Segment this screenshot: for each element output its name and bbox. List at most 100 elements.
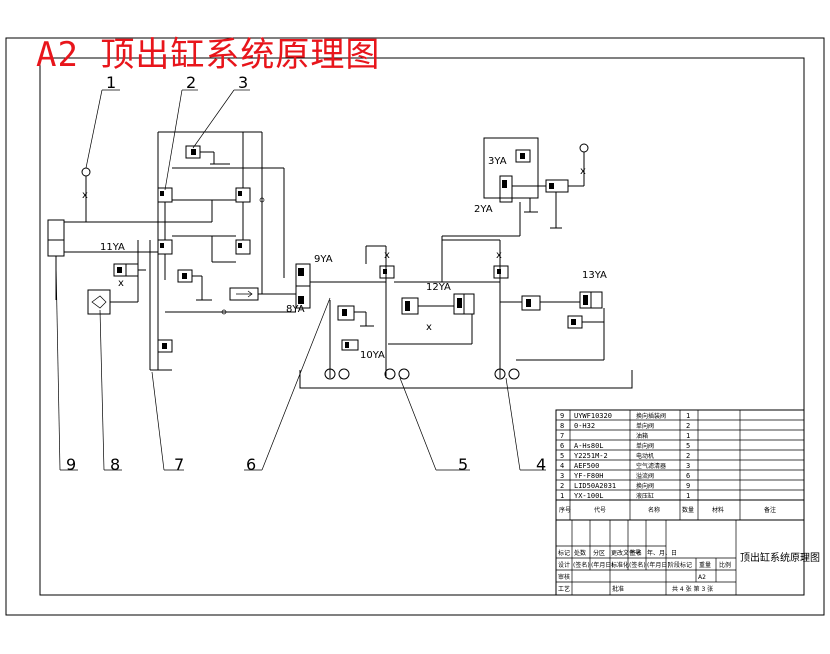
label-3ya: 3YA bbox=[488, 156, 507, 167]
tank bbox=[299, 370, 633, 389]
parts-row-qty: 1 bbox=[686, 412, 690, 420]
valve-9ya-8ya bbox=[295, 263, 386, 309]
title-block: 标记 处数 分区 更改文件号 签名 年、月、日 设计 (签名) (年月日) 标准… bbox=[555, 519, 820, 596]
pressure-gauge-2-icon bbox=[579, 143, 589, 153]
svg-text:x: x bbox=[384, 250, 390, 261]
scale-value: A2 bbox=[698, 574, 706, 581]
valve-2ya bbox=[499, 175, 513, 203]
svg-text:x: x bbox=[82, 190, 88, 201]
callout-6: 6 bbox=[246, 455, 256, 474]
design-label: 设计 bbox=[558, 561, 570, 569]
header-note: 备注 bbox=[764, 506, 776, 514]
check-valve-13 bbox=[521, 295, 541, 311]
parts-row-no: 3 bbox=[560, 472, 564, 480]
sheet-text: 共 4 张 第 3 张 bbox=[672, 585, 713, 593]
sign-date: 年、月、日 bbox=[647, 549, 677, 557]
sign-mark: 标记 bbox=[558, 549, 570, 557]
label-12ya: 12YA bbox=[426, 282, 451, 293]
parts-row-qty: 5 bbox=[686, 442, 690, 450]
parts-row-code: Y2251M-2 bbox=[574, 452, 608, 460]
parts-row-code: 0-H32 bbox=[574, 422, 595, 430]
weight-label: 重量 bbox=[699, 561, 711, 569]
centre-circuit: x x x bbox=[299, 137, 633, 389]
parts-row-qty: 3 bbox=[686, 462, 690, 470]
label-9ya: 9YA bbox=[314, 254, 333, 265]
parts-row-no: 6 bbox=[560, 442, 564, 450]
drawing-title: A2 顶出缸系统原理图 bbox=[36, 35, 381, 75]
callout-1: 1 bbox=[106, 73, 116, 92]
callout-8: 8 bbox=[110, 455, 120, 474]
svg-text:x: x bbox=[426, 322, 432, 333]
parts-row-name: 电动机 bbox=[636, 452, 654, 460]
callout-leaders bbox=[55, 89, 546, 471]
insert-valve-12 bbox=[493, 265, 509, 279]
parts-row-no: 7 bbox=[560, 432, 564, 440]
design-sign: (签名) bbox=[573, 561, 590, 569]
parts-row-qty: 1 bbox=[686, 432, 690, 440]
parts-row-name: 换向插装阀 bbox=[636, 412, 666, 420]
parts-row-code: LID50A2031 bbox=[574, 482, 616, 490]
parts-row-name: 空气滤清器 bbox=[636, 462, 666, 470]
header-qty: 数量 bbox=[682, 506, 694, 514]
std-date: (年月日) bbox=[647, 561, 670, 569]
parts-row-code: AEF500 bbox=[574, 462, 599, 470]
callout-5: 5 bbox=[458, 455, 468, 474]
relief-valve-10ya bbox=[337, 305, 355, 321]
review-label: 审核 bbox=[558, 573, 570, 581]
pressure-gauge-icon bbox=[81, 167, 91, 177]
callout-7: 7 bbox=[174, 455, 184, 474]
parts-row-name: 溢流阀 bbox=[636, 472, 654, 480]
parts-row-qty: 2 bbox=[686, 452, 690, 460]
frame-title: 顶出缸系统原理图 bbox=[740, 551, 820, 564]
parts-row-no: 1 bbox=[560, 492, 564, 500]
sign-sign: 签名 bbox=[630, 549, 642, 557]
header-name: 名称 bbox=[648, 506, 660, 514]
design-date: (年月日) bbox=[591, 561, 614, 569]
craft-label: 工艺 bbox=[558, 585, 570, 593]
std-label: 标准化 bbox=[611, 561, 629, 569]
callout-3: 3 bbox=[238, 73, 248, 92]
label-10ya: 10YA bbox=[360, 350, 385, 361]
label-11ya: 11YA bbox=[100, 242, 125, 253]
callout-2: 2 bbox=[186, 73, 196, 92]
parts-row-no: 2 bbox=[560, 482, 564, 490]
callout-4: 4 bbox=[536, 455, 546, 474]
parts-row-code: A-Hs80L bbox=[574, 442, 604, 450]
pump-2 bbox=[384, 368, 396, 380]
outer-frame bbox=[5, 37, 825, 616]
parts-row-name: 单向阀 bbox=[636, 442, 654, 450]
callout-9: 9 bbox=[66, 455, 76, 474]
parts-row-no: 8 bbox=[560, 422, 564, 430]
parts-row-qty: 1 bbox=[686, 492, 690, 500]
svg-text:x: x bbox=[580, 166, 586, 177]
left-circuit: x x bbox=[47, 131, 296, 371]
parts-row-qty: 6 bbox=[686, 472, 690, 480]
motor-3 bbox=[508, 368, 520, 380]
parts-row-code: YX-100L bbox=[574, 492, 604, 500]
motor-2 bbox=[398, 368, 410, 380]
parts-row-no: 9 bbox=[560, 412, 564, 420]
parts-row-no: 5 bbox=[560, 452, 564, 460]
parts-row-code: YF-F80H bbox=[574, 472, 604, 480]
parts-row-name: 单向阀 bbox=[636, 422, 654, 430]
parts-row-name: 油箱 bbox=[636, 432, 648, 440]
std-sign: (签名) bbox=[629, 561, 646, 569]
insert-valve-center bbox=[379, 265, 395, 279]
parts-row-qty: 2 bbox=[686, 422, 690, 430]
parts-row-name: 换向阀 bbox=[636, 482, 654, 490]
cylinder bbox=[47, 219, 65, 257]
pump-1 bbox=[324, 368, 336, 380]
relief-valve-7 bbox=[157, 339, 173, 353]
sign-zone: 分区 bbox=[593, 549, 605, 557]
inner-frame bbox=[39, 57, 805, 596]
pilot-block bbox=[483, 137, 539, 199]
check-valve-block bbox=[87, 289, 111, 315]
svg-text:x: x bbox=[496, 250, 502, 261]
sign-count: 处数 bbox=[574, 549, 586, 557]
approve-label: 批准 bbox=[612, 585, 624, 593]
label-13ya: 13YA bbox=[582, 270, 607, 281]
valve-3ya bbox=[515, 149, 531, 163]
label-8ya: 8YA bbox=[286, 304, 305, 315]
parts-row-code: UYWF10320 bbox=[574, 412, 612, 420]
